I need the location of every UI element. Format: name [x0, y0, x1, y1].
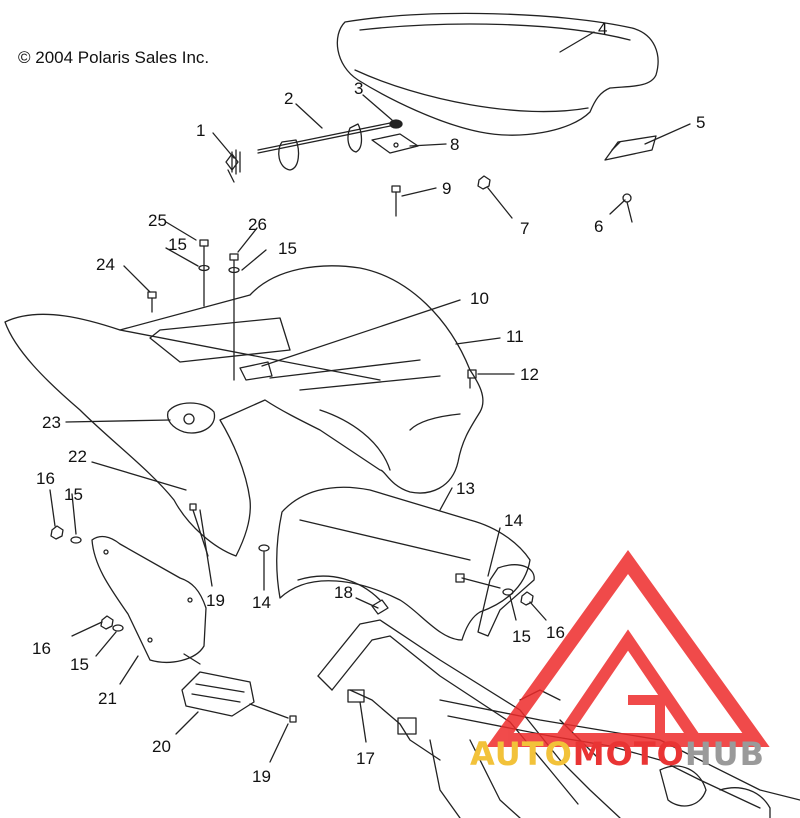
callout-17: 17 [356, 749, 375, 768]
rear-fender-part [4, 265, 484, 557]
callout-15-top-right: 15 [278, 239, 297, 258]
callout-8: 8 [450, 135, 459, 154]
callout-7: 7 [520, 219, 529, 238]
callout-10: 10 [470, 289, 489, 308]
footrest-bracket-part [181, 653, 255, 717]
callout-12: 12 [520, 365, 539, 384]
latch-bolt-part [391, 185, 401, 217]
inner-fender-part [276, 486, 531, 641]
callout-15-flap: 15 [70, 655, 89, 674]
callout-15-top-left: 15 [168, 235, 187, 254]
callout-1: 1 [196, 121, 205, 140]
callout-numbers: 1 2 3 4 5 6 7 8 9 10 11 12 13 14 14 15 1… [32, 19, 705, 786]
fuel-cap-part [166, 402, 216, 434]
watermark-wordmark: AUTOMOTOHUB [470, 735, 800, 775]
callout-19-bracket: 19 [252, 767, 271, 786]
callout-16-flap: 16 [32, 639, 51, 658]
callout-6: 6 [594, 217, 603, 236]
latch-spring-part [225, 149, 241, 183]
callout-14-fender: 14 [252, 593, 271, 612]
watermark-part-1: AUTO [470, 735, 573, 773]
callout-11: 11 [506, 327, 524, 346]
fender-clip-part [467, 369, 477, 379]
callout-25: 25 [148, 211, 167, 230]
seat-nut-part [477, 175, 491, 190]
callout-2: 2 [284, 89, 293, 108]
callout-16-right: 16 [546, 623, 565, 642]
callout-13: 13 [456, 479, 475, 498]
washers-and-nuts [50, 525, 534, 632]
callout-15-left: 15 [64, 485, 83, 504]
retaining-clip-part [371, 599, 389, 615]
callout-24: 24 [96, 255, 115, 274]
copyright-notice: © 2004 Polaris Sales Inc. [18, 48, 210, 67]
callout-19-fender: 19 [206, 591, 225, 610]
leader-lines [49, 31, 691, 763]
callout-16-left: 16 [36, 469, 55, 488]
watermark-part-3: HUB [684, 735, 766, 773]
fastener-parts [147, 239, 240, 381]
callout-14-bracket: 14 [504, 511, 523, 530]
watermark-logo-icon [486, 550, 770, 747]
callout-26: 26 [248, 215, 267, 234]
seat-pin-part [622, 193, 633, 223]
callout-3: 3 [354, 79, 363, 98]
callout-21: 21 [98, 689, 117, 708]
seat-bracket-part [604, 135, 657, 161]
callout-5: 5 [696, 113, 705, 132]
mounting-bracket-part [455, 564, 535, 637]
callout-18: 18 [334, 583, 353, 602]
callout-15-right: 15 [512, 627, 531, 646]
mud-flap-part [91, 535, 207, 663]
latch-plate-part [371, 133, 419, 154]
callout-4: 4 [598, 19, 607, 38]
callout-9: 9 [442, 179, 451, 198]
callout-22: 22 [68, 447, 87, 466]
callout-23: 23 [42, 413, 61, 432]
seat-latch-rod-part [257, 119, 403, 171]
seat-part [336, 12, 659, 136]
watermark-part-2: MOTO [572, 735, 685, 773]
callout-20: 20 [152, 737, 171, 756]
